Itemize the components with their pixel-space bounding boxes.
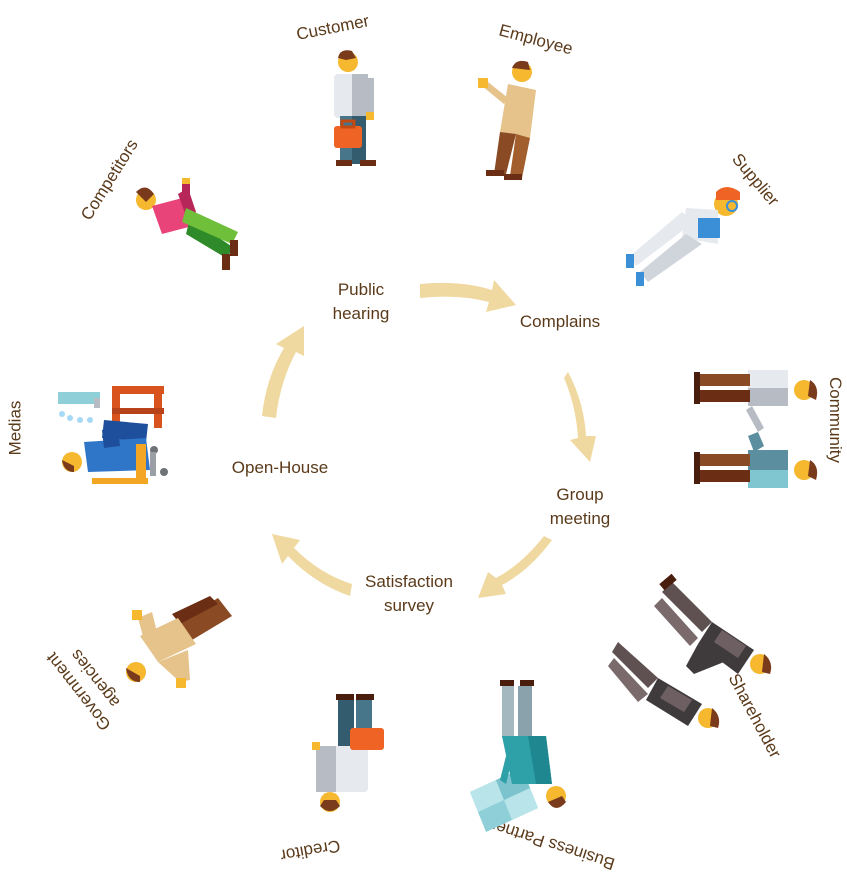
step-satisfaction-survey: Satisfaction survey [350,570,468,618]
competitors-person-icon [136,178,238,270]
label-community: Community [825,377,845,463]
step-group-meeting-line2: meeting [549,509,611,528]
employee-person-icon [478,60,536,180]
step-satisfaction-line2: survey [383,596,435,615]
step-group-meeting: Group meeting [540,483,620,531]
step-satisfaction-line1: Satisfaction [365,572,453,591]
step-public-hearing-line1: Public [337,280,385,299]
step-complains: Complains [506,310,614,334]
arrow-satisfaction-to-open-house [272,534,352,596]
arrow-open-house-to-public-hearing [262,326,304,418]
arrow-public-hearing-to-complains [420,280,516,312]
customer-person-icon [334,50,376,166]
step-group-meeting-line1: Group [556,485,604,504]
step-open-house: Open-House [214,456,346,480]
arrow-complains-to-group-meeting [564,372,596,462]
step-public-hearing-line2: hearing [332,304,390,323]
creditor-person-icon [312,694,384,812]
community-people-icon [694,370,818,488]
business-partner-person-icon [470,680,566,832]
arrow-group-meeting-to-satisfaction [478,536,552,598]
step-public-hearing: Public hearing [318,278,404,326]
shareholder-people-icon [608,573,772,728]
medias-person-icon [58,386,168,484]
step-complains-label: Complains [519,312,601,331]
label-medias: Medias [5,400,25,456]
supplier-person-icon [626,187,740,286]
step-open-house-label: Open-House [231,458,329,477]
government-agencies-person-icon [126,596,232,688]
